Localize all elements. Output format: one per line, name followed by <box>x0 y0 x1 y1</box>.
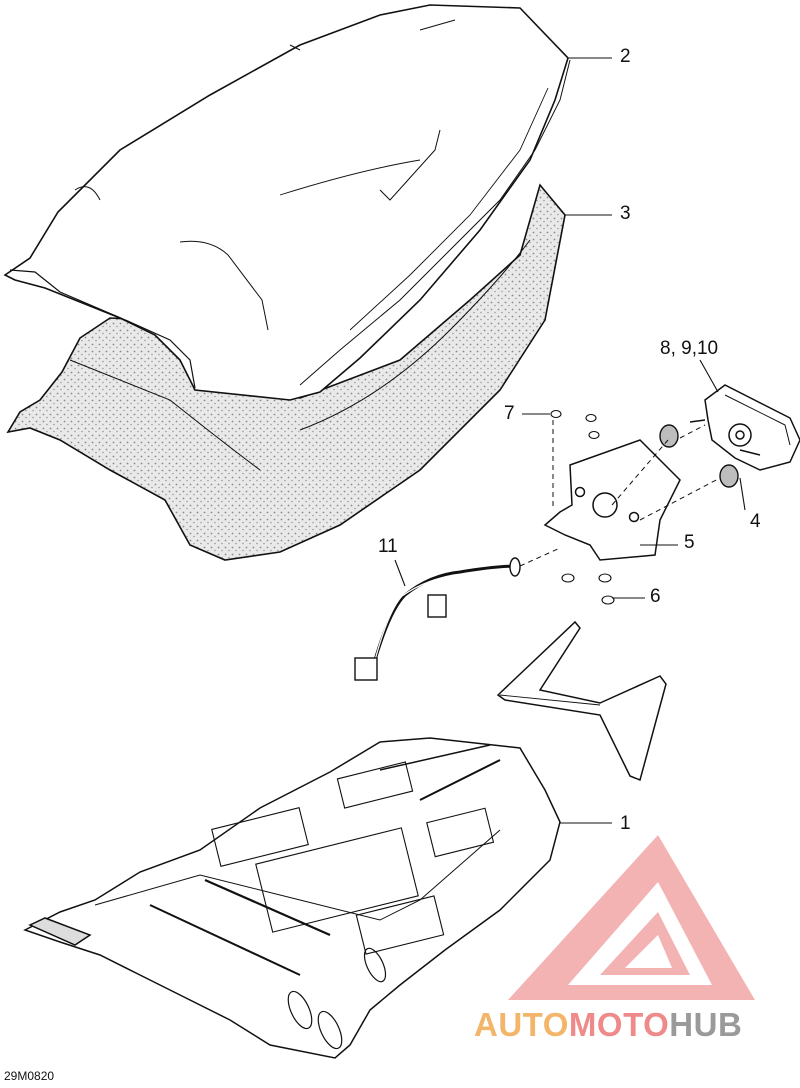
watermark-text-moto: MOTO <box>568 1006 670 1043</box>
seat-trim-part <box>496 620 667 782</box>
tail-light-part <box>689 384 800 471</box>
watermark-text-auto: AUTO <box>474 1006 569 1043</box>
callout-5: 5 <box>684 532 695 553</box>
seat-foam-part <box>6 183 566 561</box>
callout-7: 7 <box>504 403 515 424</box>
wiring-harness-part <box>354 557 521 681</box>
seat-base-part <box>23 737 561 1059</box>
callout-6: 6 <box>650 586 661 607</box>
callout-2: 2 <box>620 46 631 67</box>
screw-part <box>561 573 615 605</box>
callout-3: 3 <box>620 203 631 224</box>
watermark-logo <box>508 835 755 1000</box>
grommet-part <box>659 424 739 488</box>
callout-11: 11 <box>378 536 398 557</box>
callout-1: 1 <box>620 813 631 834</box>
watermark-text: AUTOMOTOHUB <box>474 1006 742 1044</box>
figure-code: 29M0820 <box>4 1069 55 1083</box>
assembly-guide-lines <box>519 420 721 567</box>
callout-4: 4 <box>750 511 761 532</box>
watermark-text-hub: HUB <box>669 1006 743 1043</box>
callout-leaders <box>394 57 746 824</box>
nut-part <box>550 409 600 440</box>
callout-8-9-10: 8, 9,10 <box>660 338 719 359</box>
light-bracket-part <box>543 439 681 561</box>
seat-cover-part <box>3 4 571 401</box>
